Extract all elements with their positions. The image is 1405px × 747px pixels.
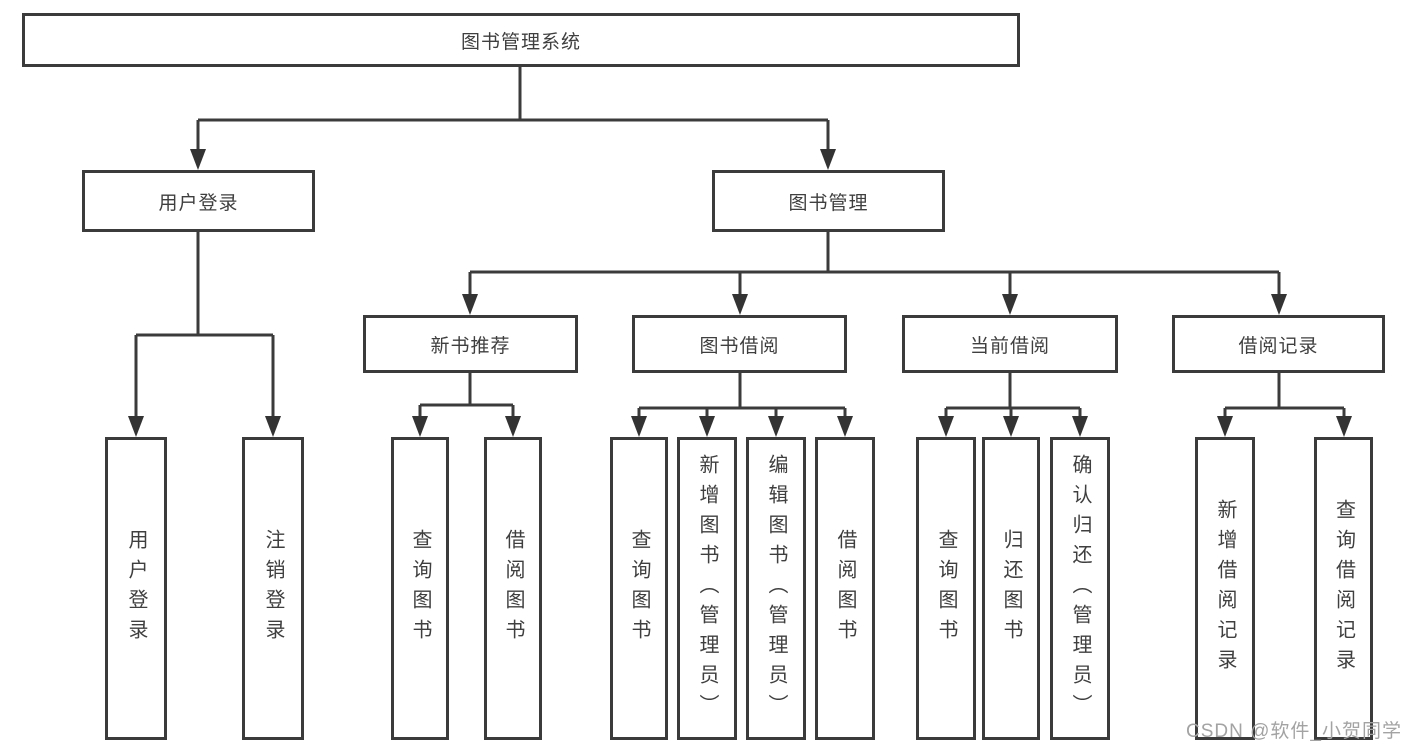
node-root-system: 图书管理系统: [22, 13, 1020, 67]
leaf-borrow-query-book: 查询图书: [610, 437, 668, 740]
leaf-borrow-book: 借阅图书: [815, 437, 875, 740]
node-book-borrow: 图书借阅: [632, 315, 847, 373]
leaf-current-query-book: 查询图书: [916, 437, 976, 740]
leaf-recommend-query-book: 查询图书: [391, 437, 449, 740]
leaf-add-book-admin: 新增图书（管理员）: [677, 437, 737, 740]
leaf-logout: 注销登录: [242, 437, 304, 740]
node-borrow-records: 借阅记录: [1172, 315, 1385, 373]
leaf-query-borrow-record: 查询借阅记录: [1314, 437, 1373, 740]
csdn-watermark: CSDN @软件_小贺同学: [1186, 721, 1402, 742]
leaf-edit-book-admin: 编辑图书（管理员）: [746, 437, 806, 740]
node-new-book-recommend: 新书推荐: [363, 315, 578, 373]
node-user-login-module: 用户登录: [82, 170, 315, 232]
leaf-confirm-return-admin: 确认归还（管理员）: [1050, 437, 1110, 740]
leaf-user-login: 用户登录: [105, 437, 167, 740]
node-current-borrow: 当前借阅: [902, 315, 1118, 373]
leaf-add-borrow-record: 新增借阅记录: [1195, 437, 1255, 740]
arrowhead-icons: [128, 149, 1352, 437]
leaf-recommend-borrow-book: 借阅图书: [484, 437, 542, 740]
node-book-management-module: 图书管理: [712, 170, 945, 232]
leaf-return-book: 归还图书: [982, 437, 1040, 740]
